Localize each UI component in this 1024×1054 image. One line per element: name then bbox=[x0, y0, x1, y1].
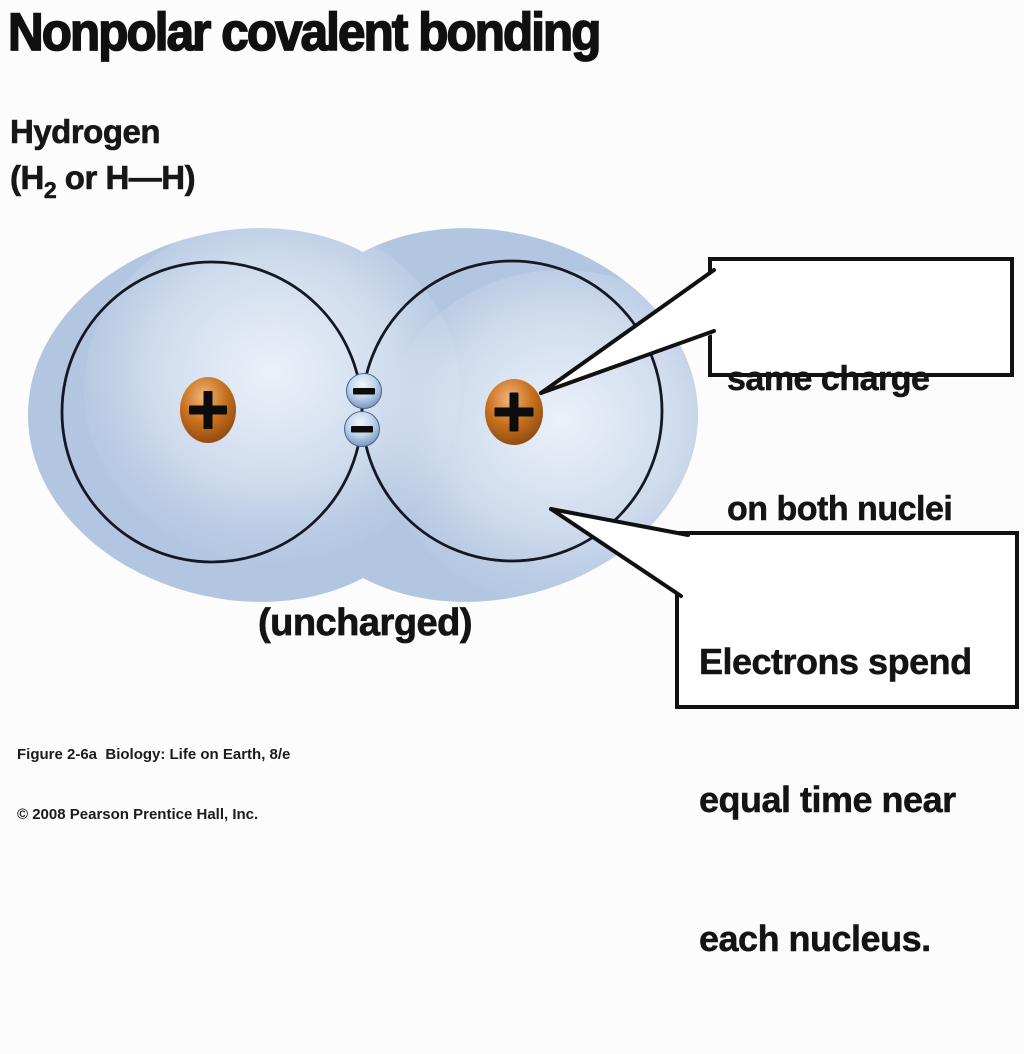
same-charge-callout-text: same charge on both nuclei bbox=[710, 259, 1012, 528]
electrons-line3: each nucleus. bbox=[699, 917, 932, 959]
nucleus-left bbox=[180, 377, 236, 443]
figure-caption-line2: © 2008 Pearson Prentice Hall, Inc. bbox=[17, 805, 259, 823]
electrons-callout-text: Electrons spend equal time near each nuc… bbox=[677, 533, 1017, 959]
plus-icon bbox=[189, 391, 227, 429]
electron-top bbox=[346, 373, 382, 409]
same-charge-line2: on both nuclei bbox=[727, 489, 953, 529]
cloud-highlight-left bbox=[84, 228, 460, 562]
figure-caption: Figure 2-6a Biology: Life on Earth, 8/e … bbox=[17, 705, 290, 865]
same-charge-callout-line-top bbox=[539, 268, 716, 395]
hydrogen-label: Hydrogen (H2 or H—H) bbox=[10, 112, 196, 203]
electrons-line2: equal time near bbox=[699, 779, 957, 821]
electrons-callout-box bbox=[675, 531, 1019, 709]
molecule-diagram bbox=[28, 228, 1019, 709]
nucleus-right bbox=[485, 379, 543, 445]
electrons-line1: Electrons spend bbox=[699, 641, 973, 683]
figure-canvas: Nonpolar covalent bonding Hydrogen (H2 o… bbox=[7, 2, 1019, 959]
same-charge-line1: same charge bbox=[727, 360, 930, 399]
plus-icon bbox=[494, 392, 534, 432]
figure-caption-line1: Figure 2-6a Biology: Life on Earth, 8/e bbox=[17, 745, 291, 763]
same-charge-callout-line-bottom bbox=[539, 329, 716, 395]
formula-subscript: 2 bbox=[43, 176, 57, 203]
hydrogen-formula: (H2 or H—H) bbox=[10, 158, 196, 203]
page-title: Nonpolar covalent bonding bbox=[7, 2, 602, 63]
minus-icon bbox=[351, 426, 373, 433]
uncharged-label: (uncharged) bbox=[257, 602, 473, 645]
electrons-callout-line-top bbox=[549, 507, 690, 537]
formula-post: or H—H) bbox=[56, 158, 196, 196]
electrons-callout-line-bottom bbox=[549, 507, 683, 598]
formula-pre: (H bbox=[10, 158, 45, 196]
electron-bottom bbox=[344, 411, 380, 447]
minus-icon bbox=[353, 388, 375, 395]
same-charge-callout-box bbox=[708, 257, 1014, 377]
element-name: Hydrogen bbox=[10, 113, 161, 151]
